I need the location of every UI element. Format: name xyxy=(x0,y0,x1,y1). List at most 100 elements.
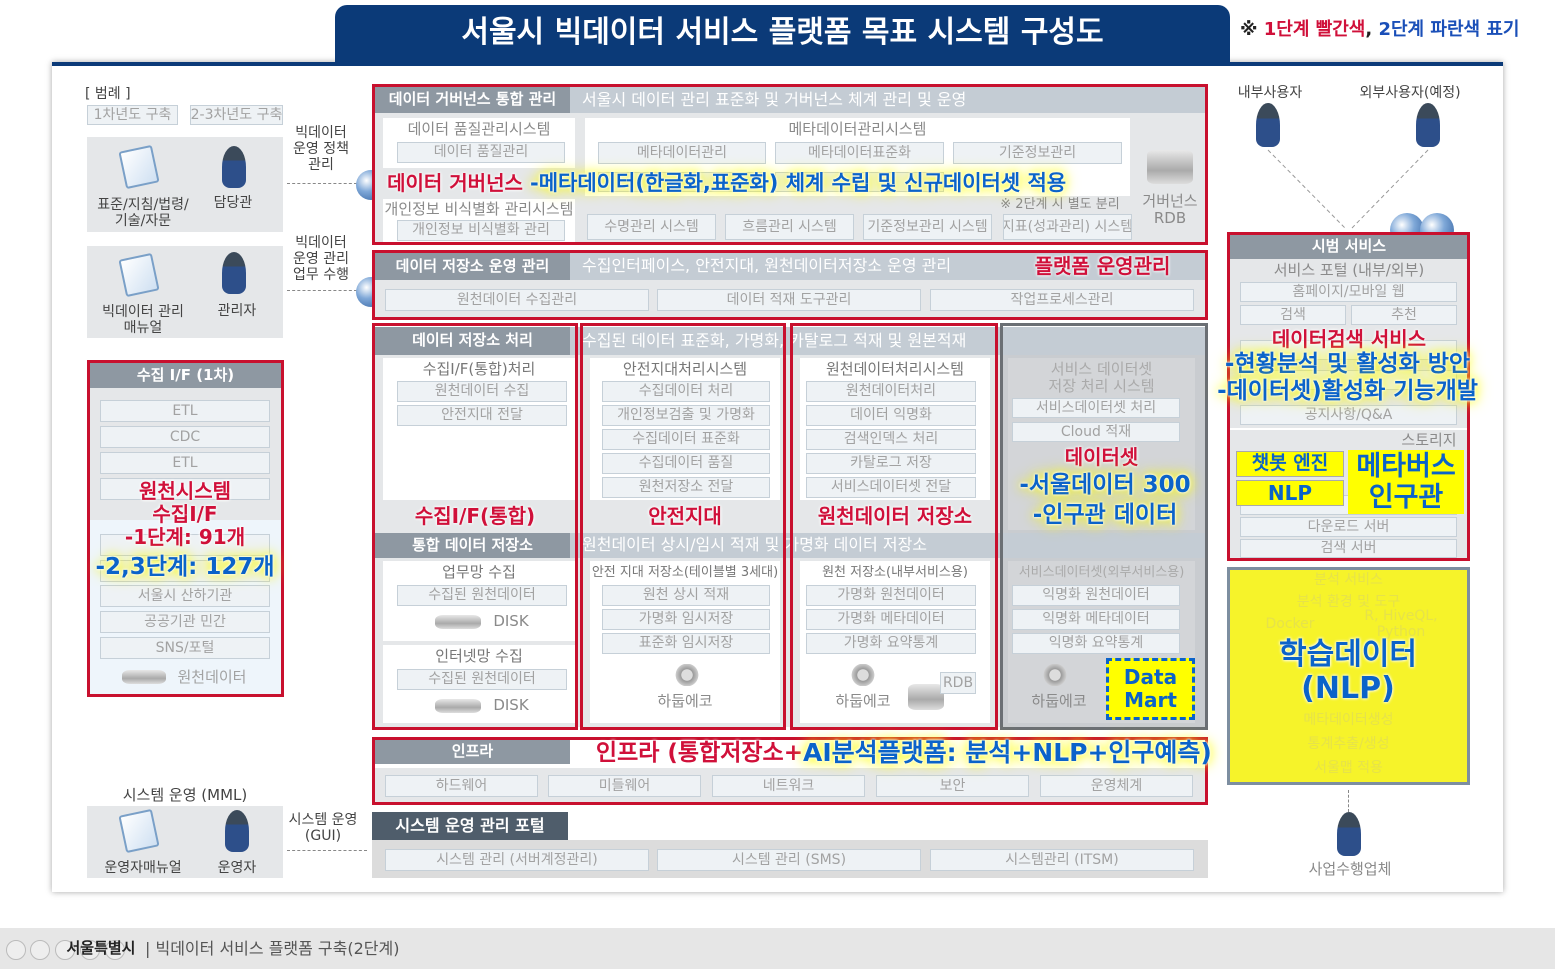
infra-item[interactable]: 운영체계 xyxy=(1040,775,1193,797)
service-column-border xyxy=(1000,323,1208,730)
analysis-env: 분석 환경 및 도구 xyxy=(1296,593,1401,610)
col1-item[interactable]: 안전지대 전달 xyxy=(397,405,567,426)
footer-bar xyxy=(0,928,1555,969)
gov-system[interactable]: 기준정보관리 시스템 xyxy=(863,214,992,240)
collect-item[interactable] xyxy=(100,478,270,500)
operator-manual-label: 운영자매뉴얼 xyxy=(104,859,182,876)
footer-org: 서울특별시 xyxy=(66,939,136,958)
col2-item[interactable]: 수집데이터 처리 xyxy=(602,381,770,402)
source-item[interactable]: 가명화 원천데이터 xyxy=(806,585,976,606)
quality-item[interactable]: 데이터 품질관리 xyxy=(397,142,565,163)
pilot-item[interactable]: 검색 xyxy=(1240,305,1346,325)
safe-item[interactable]: 표준화 임시저장 xyxy=(602,633,770,654)
standards-label: 표준/지침/법령/ 기술/자문 xyxy=(97,196,189,229)
portal-item[interactable]: 시스템 관리 (서버계정관리) xyxy=(385,849,649,871)
col2-item[interactable]: 개인정보검출 및 가명화 xyxy=(602,405,770,426)
vendor-icon xyxy=(1337,812,1361,856)
ops-item[interactable]: 데이터 적재 도구관리 xyxy=(657,289,921,311)
col3-item[interactable]: 데이터 익명화 xyxy=(806,405,976,426)
col3-item[interactable]: 원천데이터처리 xyxy=(806,381,976,402)
collect-item[interactable]: 공공기관 민간 xyxy=(100,611,270,633)
collect-item[interactable]: SNS/포털 xyxy=(100,637,270,659)
portal-header: 시스템 운영 관리 포털 xyxy=(372,812,568,840)
hadoop-label: 하둡에코 xyxy=(835,692,891,711)
infra-item[interactable]: 네트워크 xyxy=(712,775,865,797)
nav-circle-icon[interactable] xyxy=(55,940,75,960)
safe-item[interactable]: 원천 상시 적재 xyxy=(602,585,770,606)
ops-item[interactable]: 원천데이터 수집관리 xyxy=(385,289,649,311)
disk-label: DISK xyxy=(493,696,529,715)
source-item[interactable]: 가명화 요약통계 xyxy=(806,633,976,654)
collect-item[interactable]: ETL xyxy=(100,452,270,474)
store-header: 통합 데이터 저장소 xyxy=(375,533,570,558)
infra-item[interactable]: 미들웨어 xyxy=(548,775,701,797)
storage-title: 스토리지 xyxy=(1401,430,1457,449)
collect-item[interactable]: 서울시 산하기관 xyxy=(100,585,270,607)
source-item[interactable]: 가명화 메타데이터 xyxy=(806,609,976,630)
ops-item[interactable]: 작업프로세스관리 xyxy=(930,289,1194,311)
collect-item[interactable]: ETL xyxy=(100,400,270,422)
col3-item[interactable]: 서비스데이터셋 전달 xyxy=(806,477,976,498)
footer-doc: | 빅데이터 서비스 플랫폼 구축(2단계) xyxy=(145,938,400,958)
service-item[interactable]: 익명화 요약통계 xyxy=(1012,633,1180,654)
pilot-portal-title: 서비스 포털 (내부/외부) xyxy=(1273,260,1425,279)
stage-color-note: ※ 1단계 빨간색, 2단계 파란색 표기 xyxy=(1240,15,1519,41)
service-item[interactable]: 익명화 메타데이터 xyxy=(1012,609,1180,630)
gov-annotation-blue: -메타데이터(한글화,표준화) 체계 수립 및 신규데이터셋 적용 xyxy=(530,170,1067,195)
col2-item[interactable]: 수집데이터 품질 xyxy=(602,453,770,474)
manager-label: 담당관 xyxy=(213,194,253,211)
safe-item[interactable]: 가명화 임시저장 xyxy=(602,609,770,630)
pilot-header: 시범 서비스 xyxy=(1230,235,1468,259)
collect-item[interactable] xyxy=(100,560,270,582)
meta-item[interactable]: 메타데이터관리 xyxy=(598,142,766,164)
nav-circle-icon[interactable] xyxy=(6,940,26,960)
col2-item[interactable]: 원천저장소 전달 xyxy=(602,477,770,498)
inet-item[interactable]: 수집된 원천데이터 xyxy=(397,669,567,690)
pilot-item[interactable]: 공지사항/Q&A xyxy=(1240,405,1457,425)
meta-item[interactable]: 기준정보관리 xyxy=(953,142,1122,164)
collect-item[interactable] xyxy=(100,534,270,556)
col4-item[interactable]: 서비스데이터셋 처리 xyxy=(1012,398,1180,418)
collect-item[interactable]: CDC xyxy=(100,426,270,448)
seoul-logo-icon xyxy=(36,938,54,956)
service-item[interactable]: 익명화 원천데이터 xyxy=(1012,585,1180,606)
safe-title: 안전 지대 저장소(테이블별 3세대) xyxy=(591,564,779,580)
source-store-annotation: 원천데이터 저장소 xyxy=(817,503,973,528)
pilot-item[interactable]: 추천 xyxy=(1351,305,1457,325)
pilot-server[interactable]: 다운로드 서버 xyxy=(1240,517,1457,537)
disk-icon xyxy=(122,670,166,684)
infra-item[interactable]: 하드웨어 xyxy=(385,775,538,797)
ops-arrow xyxy=(287,290,357,291)
pilot-annotation-blue: -현황분석 및 활성화 방안 xyxy=(1224,351,1471,378)
vendor-label: 사업수행업체 xyxy=(1308,860,1392,879)
hadoop-label: 하둡에코 xyxy=(1031,692,1087,711)
pilot-server[interactable]: 검색 서버 xyxy=(1240,539,1457,558)
biz-item[interactable]: 수집된 원천데이터 xyxy=(397,585,567,606)
privacy-item[interactable]: 개인정보 비식별화 관리 xyxy=(397,220,565,241)
col3-item[interactable]: 검색인덱스 처리 xyxy=(806,429,976,450)
dataset-annotation-blue: -인구관 데이터 xyxy=(1032,502,1178,529)
col2-item[interactable]: 수집데이터 표준화 xyxy=(602,429,770,450)
col3-item[interactable]: 카탈로그 저장 xyxy=(806,453,976,474)
ops-subheader: 수집인터페이스, 안전지대, 원천데이터저장소 운영 관리 xyxy=(570,253,1000,280)
portal-item[interactable]: 시스템 관리 (SMS) xyxy=(657,849,921,871)
portal-item[interactable]: 시스템관리 (ITSM) xyxy=(930,849,1194,871)
hadoop-icon xyxy=(1040,664,1070,686)
nav-circle-icon[interactable] xyxy=(30,940,50,960)
rdb-icon xyxy=(908,684,944,710)
gov-system[interactable]: 지표(성과관리) 시스템 xyxy=(1003,214,1132,240)
gov-system[interactable]: 수명관리 시스템 xyxy=(587,214,716,240)
gov-system[interactable]: 흐름관리 시스템 xyxy=(725,214,854,240)
infra-item[interactable]: 보안 xyxy=(876,775,1029,797)
pilot-item[interactable]: 홈페이지/모바일 웹 xyxy=(1240,282,1457,302)
pilot-annotation-blue: -데이터셋)활성화 기능개발 xyxy=(1217,378,1478,405)
col1-item[interactable]: 원천데이터 수집 xyxy=(397,381,567,402)
nav-circle-icon[interactable] xyxy=(80,940,100,960)
col4-item[interactable]: Cloud 적재 xyxy=(1012,422,1180,442)
nav-circle-icon[interactable] xyxy=(105,940,125,960)
analysis-tool: Docker xyxy=(1265,615,1315,632)
meta-item[interactable]: 메타데이터표준화 xyxy=(775,142,944,164)
disk-icon xyxy=(435,615,481,629)
gov-header: 데이터 거버넌스 통합 관리 xyxy=(375,87,570,113)
col2-title: 안전지대처리시스템 xyxy=(622,360,748,379)
